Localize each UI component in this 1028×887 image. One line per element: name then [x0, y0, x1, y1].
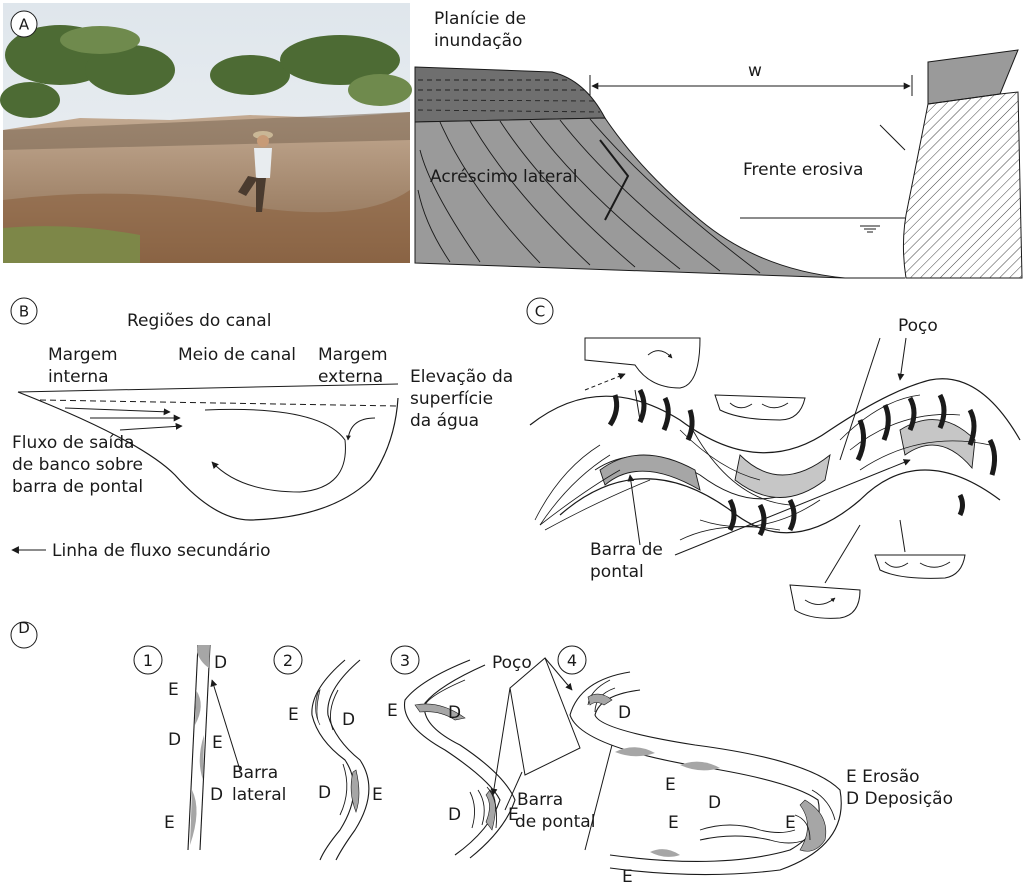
stage-4: 4 — [558, 646, 586, 674]
label-floodplain-2: inundação — [434, 31, 522, 51]
erosion-mark: E — [387, 701, 398, 721]
riverbank-photo: A — [0, 3, 412, 263]
panel-letter-b: B — [19, 303, 29, 321]
erosion-mark: E — [168, 680, 179, 700]
deposition-mark: D — [708, 793, 721, 813]
label-inner-margin-2: interna — [48, 367, 109, 387]
stage-number-1: 1 — [143, 651, 153, 670]
erosion-mark: E — [665, 775, 676, 795]
deposition-mark: D — [618, 703, 631, 723]
stage-number-4: 4 — [567, 651, 577, 670]
erosion-mark: E — [622, 867, 633, 887]
label-mid-channel: Meio de canal — [178, 345, 296, 365]
erosion-mark: E — [212, 733, 223, 753]
cross-section-inset — [790, 525, 860, 618]
erosion-mark: E — [372, 785, 383, 805]
label-inner-margin-1: Margem — [48, 345, 118, 365]
label-channel-regions: Regiões do canal — [127, 311, 271, 331]
cross-section-inset — [715, 395, 805, 420]
stage-number-2: 2 — [283, 651, 293, 670]
panel-letter-a: A — [19, 16, 30, 34]
label-outflow-2: de banco sobre — [12, 455, 143, 475]
label-point-bar-d-2: de pontal — [515, 812, 595, 832]
stage-3: 3 — [391, 646, 419, 674]
stage-2: 2 — [274, 646, 302, 674]
panel-letter-d: D — [18, 619, 30, 637]
label-lateral-bar-2: lateral — [232, 785, 286, 805]
label-floodplain-1: Planície de — [434, 9, 526, 29]
deposition-mark: D — [448, 703, 461, 723]
meander-evolution-diagram: D 1 2 3 4 — [11, 619, 953, 887]
label-width-w: w — [748, 61, 762, 81]
erosion-mark: E — [785, 813, 796, 833]
label-point-bar-c-2: pontal — [590, 562, 644, 582]
deposition-mark: D — [168, 730, 181, 750]
label-lateral-bar-1: Barra — [232, 763, 278, 783]
label-outer-margin-1: Margem — [318, 345, 388, 365]
deposition-mark: D — [342, 710, 355, 730]
label-erosive-front: Frente erosiva — [743, 160, 863, 180]
lateral-accretion-diagram: Planície de inundação w Acréscimo latera… — [415, 9, 1022, 278]
stage-number-3: 3 — [400, 651, 410, 670]
label-elevation-2: superfície — [410, 389, 493, 409]
meander-bend-diagram: C — [527, 298, 1020, 618]
label-point-bar-c-1: Barra de — [590, 540, 663, 560]
legend-deposition: D Deposição — [846, 789, 953, 809]
label-pool-d: Poço — [492, 653, 532, 673]
legend-erosion: E Erosão — [846, 767, 920, 787]
deposition-mark: D — [448, 805, 461, 825]
label-elevation-3: da água — [410, 411, 479, 431]
deposition-mark: D — [210, 785, 223, 805]
label-pool-c: Poço — [898, 316, 938, 336]
stage-1: 1 — [134, 646, 162, 674]
label-point-bar-d-1: Barra — [517, 790, 563, 810]
erosion-mark: E — [668, 813, 679, 833]
label-lateral-accretion: Acréscimo lateral — [430, 167, 577, 187]
panel-letter-c: C — [535, 303, 545, 321]
channel-regions-diagram: B Regiões do canal Margem interna Meio d… — [11, 298, 513, 561]
label-outer-margin-2: externa — [318, 367, 383, 387]
cross-section-inset — [875, 520, 965, 578]
label-outflow-3: barra de pontal — [12, 477, 143, 497]
label-secondary-flow-legend: Linha de fluxo secundário — [52, 541, 271, 561]
deposition-mark: D — [214, 653, 227, 673]
erosion-mark: E — [164, 813, 175, 833]
erosion-mark: E — [288, 705, 299, 725]
deposition-mark: D — [318, 783, 331, 803]
label-elevation-1: Elevação da — [410, 367, 513, 387]
